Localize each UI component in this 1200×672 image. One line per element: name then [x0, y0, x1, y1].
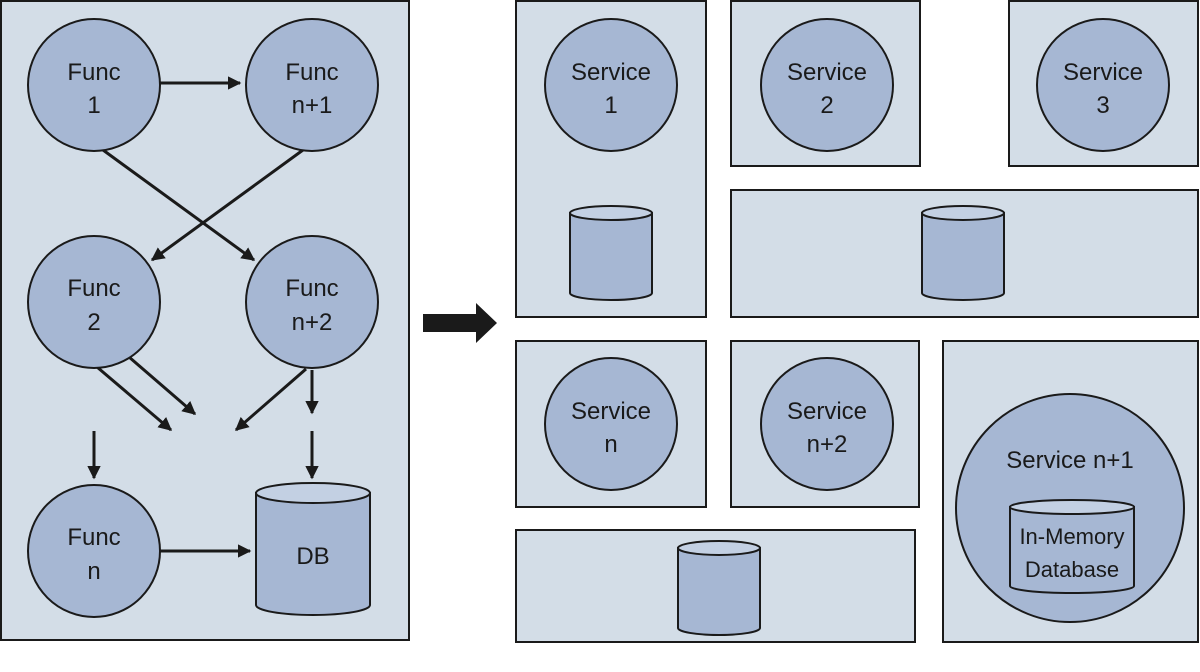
monolith-edges [87, 76, 319, 558]
func-n2-label-line1: Func [285, 275, 338, 302]
func-n-label-line2: n [87, 558, 100, 585]
service-n2-label-line2: n+2 [807, 431, 848, 458]
func-1-label-line2: 1 [87, 92, 100, 119]
func-n1-label-line2: n+1 [292, 92, 333, 119]
service-n-label-line1: Service [571, 398, 651, 425]
db-cylinder-icon: DB [255, 482, 371, 616]
edge-func2-out-b [128, 355, 197, 416]
service-3-node: Service 3 [1036, 18, 1170, 152]
func-n2-label-line2: n+2 [292, 309, 333, 336]
in-memory-database-label-line2: Database [1025, 557, 1119, 582]
func-1-node: Func 1 [27, 18, 161, 152]
func-n1-label-line1: Func [285, 59, 338, 86]
transition-arrow-icon [423, 303, 497, 343]
service-n1-label: Service n+1 [1006, 447, 1133, 474]
edge-func2-out-a [96, 365, 173, 432]
func-n1-node: Func n+1 [245, 18, 379, 152]
func-n-node: Func n [27, 484, 161, 618]
microservices-panel: Service 1 Service 2 Service 3 Service n … [515, 0, 1199, 643]
service-n-node: Service n [544, 357, 678, 491]
shared-db-cylinder-bottom-icon [677, 540, 761, 636]
service-3-label-line2: 3 [1096, 92, 1109, 119]
func-n2-node: Func n+2 [245, 235, 379, 369]
service-n2-node: Service n+2 [760, 357, 894, 491]
service-1-label-line2: 1 [604, 92, 617, 119]
service-1-db-cylinder-icon [569, 205, 653, 301]
service-2-node: Service 2 [760, 18, 894, 152]
service-2-label-line2: 2 [820, 92, 833, 119]
shared-db-cylinder-top-icon [921, 205, 1005, 301]
service-2-label-line1: Service [787, 59, 867, 86]
service-1-node: Service 1 [544, 18, 678, 152]
func-n-label-line1: Func [67, 524, 120, 551]
edge-funcn1-func2 [150, 148, 304, 262]
func-2-node: Func 2 [27, 235, 161, 369]
service-n2-label-line1: Service [787, 398, 867, 425]
db-label: DB [296, 543, 329, 570]
in-memory-database-label-line1: In-Memory [1019, 524, 1124, 549]
service-n1-node: Service n+1 In-Memory Database [955, 393, 1185, 623]
edge-funcn2-out-a [234, 367, 307, 432]
func-2-label-line2: 2 [87, 309, 100, 336]
service-n-label-line2: n [604, 431, 617, 458]
edge-func1-funcn2 [102, 148, 256, 262]
service-3-label-line1: Service [1063, 59, 1143, 86]
func-2-label-line1: Func [67, 275, 120, 302]
func-1-label-line1: Func [67, 59, 120, 86]
monolith-panel: Func 1 Func n+1 Func 2 Func n+2 Func n D… [0, 0, 410, 641]
in-memory-database-icon: In-Memory Database [1009, 499, 1135, 594]
service-1-label-line1: Service [571, 59, 651, 86]
